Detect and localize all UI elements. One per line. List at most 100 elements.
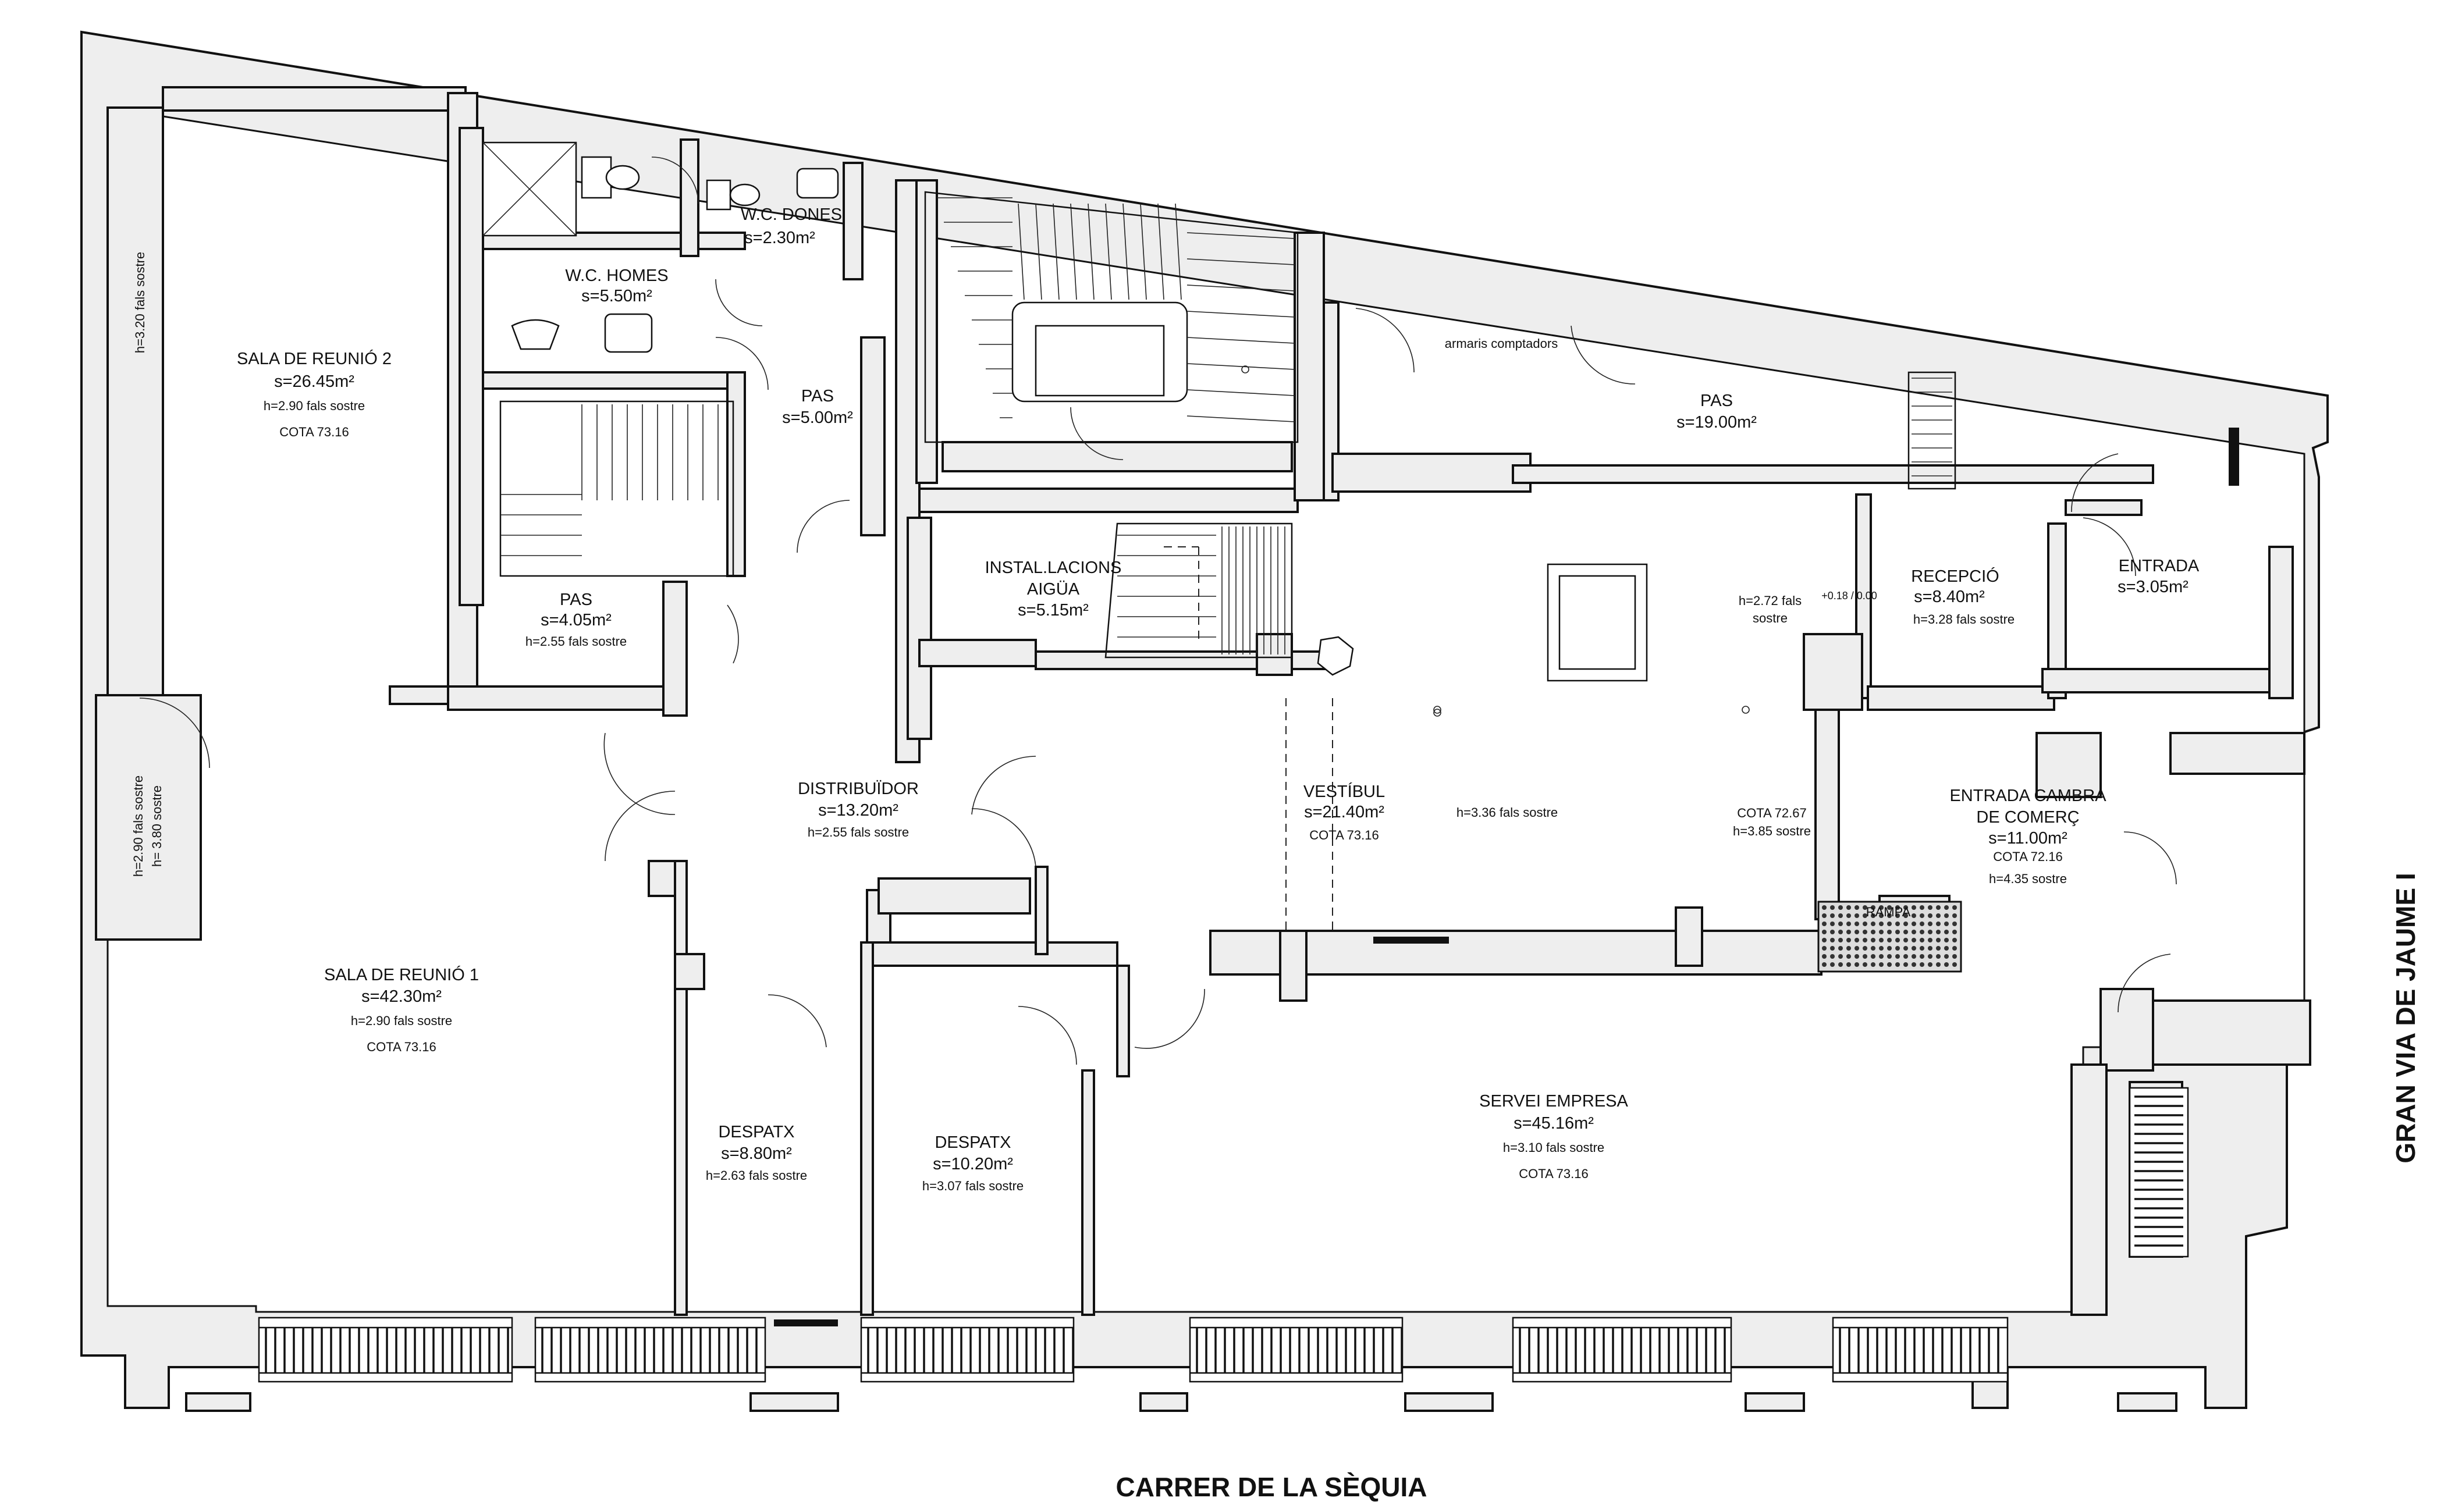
grille-dot — [1936, 946, 1941, 951]
drawing-line — [1186, 284, 1295, 291]
recepcio-note: h=3.28 fals sostre — [1913, 612, 2015, 627]
grille-dot — [1920, 938, 1924, 942]
outer-walls — [80, 30, 2329, 1409]
grille-dot — [1855, 913, 1859, 918]
grille-dot — [1944, 905, 1949, 910]
grille-dot — [1912, 938, 1916, 942]
grille-dot — [1936, 938, 1941, 942]
despatx-1-note: h=2.63 fals sostre — [706, 1168, 807, 1183]
distribuidor-note: h=2.55 fals sostre — [808, 825, 909, 839]
grille-dot — [1838, 913, 1843, 918]
grille-dot — [1846, 905, 1851, 910]
grille-dot — [1895, 954, 1900, 959]
grille-dot — [1895, 962, 1900, 967]
level-note: +0.18 / 0.00 — [1821, 590, 1877, 602]
grille-dot — [1936, 905, 1941, 910]
pas-1-name: PAS — [801, 387, 834, 405]
grille-dot — [1920, 962, 1924, 967]
street-bottom: CARRER DE LA SÈQUIA — [1116, 1472, 1427, 1502]
pas-2-note: h=2.55 fals sostre — [525, 634, 627, 649]
grille-dot — [1944, 946, 1949, 951]
elevator — [1547, 563, 1648, 682]
grille-dot — [1822, 962, 1827, 967]
interior-walls — [95, 86, 2311, 1316]
grille-dot — [1830, 930, 1835, 934]
entrada-area: s=3.05m² — [2118, 578, 2189, 596]
grille-dot — [1855, 962, 1859, 967]
grille-dot — [1822, 954, 1827, 959]
grille-dot — [1838, 954, 1843, 959]
grille-dot — [1912, 962, 1916, 967]
drawing-line — [1140, 203, 1147, 300]
grille-dot — [1928, 930, 1932, 934]
drawing-line — [1122, 203, 1129, 300]
grille-dot — [1903, 954, 1908, 959]
grille-dot — [1952, 938, 1957, 942]
servei-empresa-name: SERVEI EMPRESA — [1479, 1092, 1628, 1111]
grille-dot — [1830, 913, 1835, 918]
h272-note: h=2.72 fals — [1739, 593, 1802, 608]
instalacions-name: INSTAL.LACIONS — [985, 558, 1122, 577]
drawing-line — [1018, 203, 1025, 300]
pas-1-area: s=5.00m² — [782, 408, 853, 427]
grille-dot — [1944, 938, 1949, 942]
entrada-name: ENTRADA — [2119, 557, 2200, 575]
grille-dot — [1903, 962, 1908, 967]
sala-reunio-1-note: h=2.90 fals sostre — [351, 1013, 452, 1028]
grille-dot — [1887, 954, 1892, 959]
entrada-cambra-note: h=4.35 sostre — [1989, 871, 2067, 886]
drawing-line — [1186, 389, 1295, 396]
drawing-line — [1105, 203, 1112, 300]
grille-dot — [1952, 930, 1957, 934]
drawing-line — [1186, 337, 1295, 344]
h320-note: h=3.20 fals sostre — [133, 252, 147, 353]
grille-dot — [1912, 913, 1916, 918]
grille-dot — [1887, 930, 1892, 934]
grille-dot — [1855, 930, 1859, 934]
drawing-line — [1186, 311, 1295, 318]
grille-dot — [1863, 913, 1867, 918]
grille-dot — [1838, 930, 1843, 934]
pas-2-area: s=4.05m² — [541, 611, 612, 629]
grille-dot — [1838, 922, 1843, 926]
sostre-note: sostre — [1753, 611, 1788, 625]
ceiling-lines — [1164, 546, 1333, 931]
doors — [139, 156, 2177, 1065]
balcony-6 — [1832, 1317, 2009, 1383]
grille-dot — [1903, 905, 1908, 910]
grille-dot — [1871, 938, 1875, 942]
drawing-line — [1035, 203, 1042, 300]
sanitary-fixtures — [482, 141, 839, 353]
grille-dot — [1879, 938, 1884, 942]
grille-dot — [1887, 905, 1892, 910]
vestibul-note: h=3.36 fals sostre — [1456, 805, 1558, 820]
balcony-2 — [534, 1317, 766, 1383]
pas-2-name: PAS — [560, 590, 592, 609]
grille-dot — [1928, 922, 1932, 926]
grille-dot — [1928, 905, 1932, 910]
grille-dot — [1912, 954, 1916, 959]
grille-dot — [1944, 962, 1949, 967]
grille-dot — [1879, 913, 1884, 918]
h290-note: h=2.90 fals sostre — [131, 775, 145, 877]
grille-dot — [1863, 962, 1867, 967]
despatx-1-area: s=8.80m² — [721, 1144, 792, 1163]
stair-pas — [499, 400, 734, 577]
grille-dot — [1920, 905, 1924, 910]
grille-dot — [1903, 938, 1908, 942]
recepcio-area: s=8.40m² — [1914, 588, 1985, 606]
recepcio-name: RECEPCIÓ — [1911, 567, 1999, 586]
grille-dot — [1822, 938, 1827, 942]
sala-reunio-1-cota: COTA 73.16 — [367, 1040, 436, 1054]
grille-dot — [1838, 938, 1843, 942]
annotations: armaris comptadors h=3.20 fals sostre h=… — [131, 252, 1911, 919]
grille-dot — [1903, 922, 1908, 926]
grille-dot — [1822, 946, 1827, 951]
cota-7267-note: COTA 72.67 — [1737, 806, 1806, 820]
entrada-cambra-cota: COTA 72.16 — [1993, 849, 2062, 864]
grille-dot — [1936, 930, 1941, 934]
grille-dot — [1822, 930, 1827, 934]
grille-dot — [1871, 954, 1875, 959]
grille-dot — [1887, 922, 1892, 926]
